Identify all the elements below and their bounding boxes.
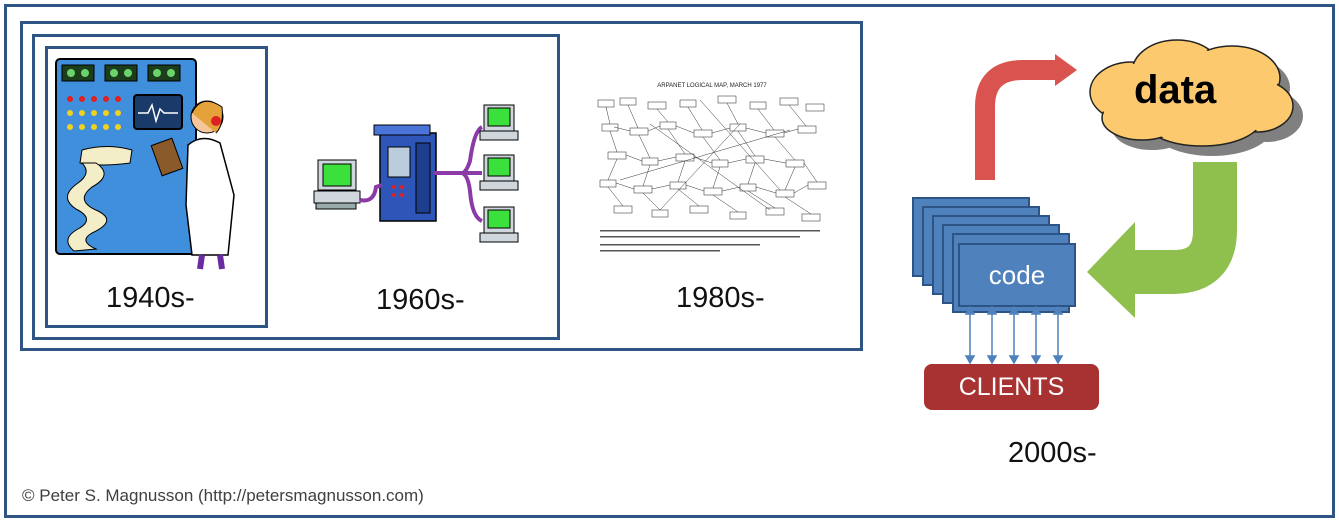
- credit-text: © Peter S. Magnusson (http://petersmagnu…: [22, 486, 424, 505]
- terminals-computer-illustration: [313, 104, 519, 243]
- code-box: code: [958, 243, 1076, 307]
- code-label: code: [988, 259, 1046, 290]
- data-cloud-icon: [1089, 39, 1303, 156]
- frame-1940-1980: [20, 21, 863, 351]
- era-label-2000s: 2000s-: [1008, 437, 1097, 469]
- clients-box: CLIENTS: [924, 364, 1099, 410]
- red-arrow-icon: [975, 54, 1077, 180]
- green-arrow-icon: [1087, 162, 1237, 318]
- arpanet-map-title: ARPANET LOGICAL MAP, MARCH 1977: [657, 83, 767, 89]
- frame-1940-1960: [32, 34, 560, 340]
- era-label-1940s: 1940s-: [106, 282, 195, 314]
- clients-label: CLIENTS: [958, 372, 1065, 401]
- data-label: data: [1134, 68, 1217, 112]
- era-label-1960s: 1960s-: [376, 284, 465, 316]
- mainframe-operator-illustration: [55, 58, 235, 270]
- client-code-arrows-icon: [964, 306, 1064, 364]
- arpanet-map-image: ARPANET LOGICAL MAP, MARCH 1977: [597, 83, 827, 252]
- outer-frame: [4, 4, 1335, 518]
- frame-1940: [45, 46, 268, 328]
- era-label-1980s: 1980s-: [676, 282, 765, 314]
